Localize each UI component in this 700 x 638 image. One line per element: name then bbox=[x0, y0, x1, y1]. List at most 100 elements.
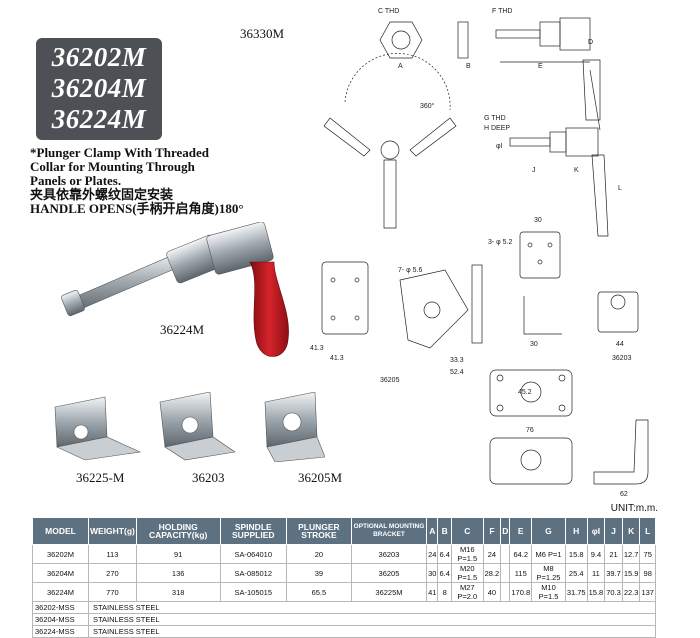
table-header: B bbox=[437, 517, 452, 545]
material-row: 36204-MSS STAINLESS STEEL bbox=[32, 613, 656, 626]
material-cell: STAINLESS STEEL bbox=[88, 601, 656, 614]
bracket-36225-drawing: 45.2 76 62 36225 bbox=[489, 369, 649, 498]
table-cell: 98 bbox=[639, 563, 656, 583]
table-cell: 65.5 bbox=[286, 582, 352, 602]
plunger-clamp-photo bbox=[61, 222, 289, 357]
table-cell: 36204M bbox=[32, 563, 89, 583]
bracket-photos bbox=[54, 392, 325, 462]
table-cell: 15.9 bbox=[621, 563, 641, 583]
clamp-side-view-lever: G THD H DEEP φI J K L bbox=[484, 69, 622, 237]
table-cell: 24 bbox=[426, 544, 439, 564]
nut-end-view: C THD A B bbox=[378, 8, 471, 70]
table-cell: 28.2 bbox=[482, 563, 502, 583]
table-header: E bbox=[509, 517, 533, 545]
dimension-label: 41.3 bbox=[310, 345, 324, 352]
dimension-label: 3- φ 5.2 bbox=[488, 239, 512, 246]
drawing-label: 36203 bbox=[612, 355, 632, 362]
table-row: 36224M 770 318 SA-105015 65.5 36225M 41 … bbox=[32, 582, 656, 602]
table-header: H bbox=[564, 517, 588, 545]
table-cell: 41 bbox=[426, 582, 439, 602]
table-cell: 36224M bbox=[32, 582, 89, 602]
description-line: 夹具依靠外螺纹固定安装 bbox=[30, 187, 174, 202]
description-line: HANDLE OPENS(手柄开启角度)180° bbox=[30, 201, 244, 216]
table-cell: 318 bbox=[135, 582, 221, 602]
dimension-label: 62 bbox=[620, 491, 628, 498]
table-cell bbox=[500, 544, 511, 564]
drawing-label: C THD bbox=[378, 8, 399, 15]
table-cell: M16 P=1.5 bbox=[450, 544, 484, 564]
drawing-label: G THD bbox=[484, 115, 506, 122]
table-cell: 20 bbox=[286, 544, 352, 564]
model-number: 36224M bbox=[51, 104, 147, 134]
drawing-label: E bbox=[538, 63, 543, 70]
dimension-label: 44 bbox=[616, 341, 624, 348]
table-cell: 6.4 bbox=[437, 544, 452, 564]
model-number-box: 36202M 36204M 36224M bbox=[36, 38, 162, 140]
drawing-label: K bbox=[574, 167, 579, 174]
drawing-label: A bbox=[398, 63, 403, 70]
dimension-label: 30 bbox=[534, 217, 542, 224]
table-cell: 25.4 bbox=[564, 563, 588, 583]
bracket-label: 36205M bbox=[298, 470, 343, 485]
table-cell: 170.8 bbox=[509, 582, 533, 602]
table-cell: 270 bbox=[88, 563, 137, 583]
description-line: Collar for Mounting Through bbox=[30, 159, 195, 174]
table-cell: 64.2 bbox=[509, 544, 533, 564]
table-cell: 9.4 bbox=[586, 544, 606, 564]
table-cell: 75 bbox=[639, 544, 656, 564]
dimension-label: 45.2 bbox=[518, 389, 532, 396]
table-cell: 12.7 bbox=[621, 544, 641, 564]
table-header: G bbox=[531, 517, 566, 545]
table-cell: SA-085012 bbox=[219, 563, 288, 583]
table-cell: 136 bbox=[135, 563, 221, 583]
table-cell: 36225M bbox=[350, 582, 428, 602]
table-cell: 21 bbox=[604, 544, 623, 564]
table-cell: 137 bbox=[639, 582, 656, 602]
table-cell: 113 bbox=[88, 544, 137, 564]
table-header-row: MODEL WEIGHT(g) HOLDING CAPACITY(kg) SPI… bbox=[32, 517, 656, 545]
top-model-code: 36330M bbox=[240, 26, 285, 41]
material-model-cell: 36202-MSS bbox=[32, 601, 89, 614]
product-description: *Plunger Clamp With Threaded Collar for … bbox=[30, 146, 260, 216]
table-cell: 115 bbox=[509, 563, 533, 583]
material-model-cell: 36204-MSS bbox=[32, 613, 89, 626]
table-cell: M6 P=1 bbox=[531, 544, 566, 564]
material-row: 36202-MSS STAINLESS STEEL bbox=[32, 601, 656, 614]
table-cell: 40 bbox=[482, 582, 502, 602]
table-cell: 39 bbox=[286, 563, 352, 583]
table-header: K bbox=[621, 517, 641, 545]
spec-table: MODEL WEIGHT(g) HOLDING CAPACITY(kg) SPI… bbox=[32, 517, 656, 638]
dimension-label: 52.4 bbox=[450, 369, 464, 376]
table-cell: 15.8 bbox=[586, 582, 606, 602]
table-cell: M20 P=1.5 bbox=[450, 563, 484, 583]
bracket-label: 36203 bbox=[192, 470, 225, 485]
drawing-label: φI bbox=[496, 143, 503, 150]
table-cell: 11 bbox=[586, 563, 606, 583]
table-header: PLUNGER STROKE bbox=[286, 517, 352, 545]
description-line: *Plunger Clamp With Threaded bbox=[30, 145, 210, 160]
material-model-cell: 36224-MSS bbox=[32, 625, 89, 638]
table-header: HOLDING CAPACITY(kg) bbox=[135, 517, 221, 545]
table-header: J bbox=[604, 517, 623, 545]
clamp-side-view-top: F THD E D bbox=[492, 8, 601, 121]
material-cell: STAINLESS STEEL bbox=[88, 625, 656, 638]
table-cell: M27 P=2.0 bbox=[450, 582, 484, 602]
table-cell: SA-064010 bbox=[219, 544, 288, 564]
table-header: L bbox=[639, 517, 656, 545]
table-cell: 36202M bbox=[32, 544, 89, 564]
drawing-label: D bbox=[588, 39, 593, 46]
model-number: 36202M bbox=[51, 42, 147, 72]
handle-rotation-view: 360° bbox=[323, 53, 457, 229]
table-cell: 31.75 bbox=[564, 582, 588, 602]
bracket-36225-photo bbox=[54, 396, 142, 461]
table-cell: 15.8 bbox=[564, 544, 588, 564]
drawing-label: B bbox=[466, 63, 471, 70]
table-row: 36202M 113 91 SA-064010 20 36203 24 6.4 … bbox=[32, 544, 656, 564]
dimension-label: 76 bbox=[526, 427, 534, 434]
table-cell bbox=[500, 563, 511, 583]
drawing-label: 36205 bbox=[380, 377, 400, 384]
table-cell: M8 P=1.25 bbox=[531, 563, 566, 583]
table-header: F bbox=[482, 517, 502, 545]
technical-drawings: C THD A B F THD E D 360° G THD H DEEP φI… bbox=[310, 8, 649, 498]
dimension-label: 7- φ 5.6 bbox=[398, 267, 422, 274]
